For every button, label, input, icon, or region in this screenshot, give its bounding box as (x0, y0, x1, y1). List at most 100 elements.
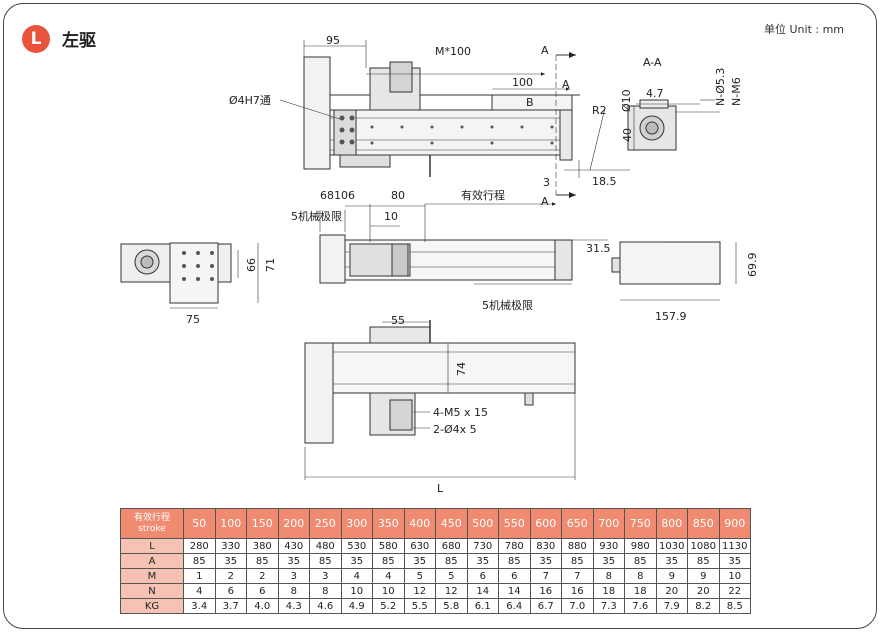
dim-18-5: 18.5 (592, 175, 617, 188)
table-cell: 980 (624, 538, 657, 554)
dim-100: 100 (512, 76, 533, 89)
table-cell: 4 (183, 583, 216, 599)
dim-n-m6: N-M6 (730, 77, 743, 106)
table-cell: 280 (183, 538, 216, 554)
limit-right-label: 5机械极限 (482, 298, 533, 312)
table-cell: 6.4 (498, 598, 531, 614)
table-cell: 4.9 (340, 598, 373, 614)
page-frame (3, 3, 877, 629)
dim-68: 68 (320, 189, 334, 202)
section-aa-view (627, 99, 720, 151)
top-view-dimensions: 95 M*100 A 100 A B R2 Ø4H7通 3 18.5 A (229, 34, 617, 208)
stroke-header-cell: 900 (718, 508, 751, 539)
table-cell: 7.3 (592, 598, 625, 614)
table-cell: 5.8 (435, 598, 468, 614)
page-title: 左驱 (62, 31, 96, 51)
table-cell: 9 (687, 568, 720, 584)
stroke-header-cell: 700 (592, 508, 625, 539)
table-cell: 35 (529, 553, 562, 569)
stroke-header-cell: 650 (561, 508, 594, 539)
table-cell: 6 (214, 583, 247, 599)
table-cell: 8.2 (687, 598, 720, 614)
stroke-header-cell: 250 (309, 508, 342, 539)
table-cell: 6.1 (466, 598, 499, 614)
stroke-header-cell: 450 (435, 508, 468, 539)
table-cell: 85 (624, 553, 657, 569)
table-cell: 6 (466, 568, 499, 584)
table-cell: 6 (498, 568, 531, 584)
table-cell: 20 (655, 583, 688, 599)
table-cell: 830 (529, 538, 562, 554)
table-cell: 780 (498, 538, 531, 554)
stroke-header-cell: 50 (183, 508, 216, 539)
table-cell: 1080 (687, 538, 720, 554)
table-cell: 35 (718, 553, 751, 569)
dim-80: 80 (391, 189, 405, 202)
end-view (120, 242, 259, 309)
table-cell: 1130 (718, 538, 751, 554)
table-cell: 5.2 (372, 598, 405, 614)
row-label: A (120, 553, 184, 569)
table-cell: 18 (624, 583, 657, 599)
table-cell: 630 (403, 538, 436, 554)
table-cell: 8 (624, 568, 657, 584)
side-view-dimensions: 68 106 80 有效行程 5机械极限 10 31.5 5机械极限 (291, 188, 611, 312)
bottom-view-dimensions: 55 74 4-M5 x 15 2-Ø4x 5 L (391, 314, 488, 495)
stroke-header-cell: 600 (529, 508, 562, 539)
dim-69-9: 69.9 (746, 253, 759, 278)
dim-n-d5-3: N-Ø5.3 (714, 68, 727, 106)
table-cell: 930 (592, 538, 625, 554)
label-b: B (526, 96, 534, 109)
table-cell: 8 (277, 583, 310, 599)
stroke-header-cell: 100 (214, 508, 247, 539)
section-marker-a-bottom: A (541, 195, 549, 208)
stroke-header-cell: 850 (687, 508, 720, 539)
table-cell: 12 (403, 583, 436, 599)
table-cell: 12 (435, 583, 468, 599)
side-view (319, 202, 608, 285)
table-cell: 5 (435, 568, 468, 584)
stroke-header-cell: 200 (277, 508, 310, 539)
stroke-header-cell: 350 (372, 508, 405, 539)
table-cell: 85 (183, 553, 216, 569)
table-cell: 7.6 (624, 598, 657, 614)
table-cell: 5 (403, 568, 436, 584)
table-cell: 2 (214, 568, 247, 584)
table-cell: 85 (687, 553, 720, 569)
table-cell: 4 (340, 568, 373, 584)
stroke-header-cell: 550 (498, 508, 531, 539)
table-cell: 9 (655, 568, 688, 584)
top-view (303, 40, 630, 198)
stroke-header-cell: 300 (340, 508, 373, 539)
table-cell: 35 (655, 553, 688, 569)
row-label: L (120, 538, 184, 554)
dim-d4x5: 2-Ø4x 5 (433, 423, 477, 436)
table-cell: 22 (718, 583, 751, 599)
table-cell: 1030 (655, 538, 688, 554)
table-cell: 10 (372, 583, 405, 599)
dim-55: 55 (391, 314, 405, 327)
dim-4-7: 4.7 (646, 87, 664, 100)
table-cell: 7 (529, 568, 562, 584)
table-cell: 680 (435, 538, 468, 554)
table-cell: 3 (277, 568, 310, 584)
end-view-dimensions: 66 71 75 (186, 258, 277, 326)
table-cell: 14 (498, 583, 531, 599)
table-cell: 8 (309, 583, 342, 599)
table-cell: 4.3 (277, 598, 310, 614)
table-cell: 7.9 (655, 598, 688, 614)
stroke-header-cell: 400 (403, 508, 436, 539)
dim-71: 71 (264, 258, 277, 272)
table-cell: 7 (561, 568, 594, 584)
stroke-header-cell: 500 (466, 508, 499, 539)
dim-75: 75 (186, 313, 200, 326)
dim-L: L (437, 482, 444, 495)
table-cell: 5.5 (403, 598, 436, 614)
section-marker-a: A (541, 44, 549, 57)
dim-3: 3 (543, 176, 550, 189)
stroke-header-cell: 800 (655, 508, 688, 539)
